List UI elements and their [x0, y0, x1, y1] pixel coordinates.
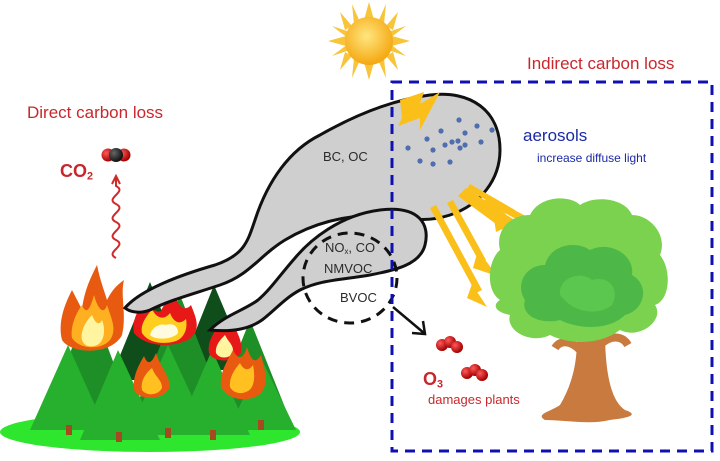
bvoc-to-o3-arrow: [392, 306, 427, 336]
indirect-carbon-loss-title: Indirect carbon loss: [527, 54, 675, 73]
aerosol-dots: [405, 117, 495, 167]
nmvoc-label: NMVOC: [324, 261, 373, 276]
direct-carbon-loss-title: Direct carbon loss: [27, 103, 164, 122]
fire-icons: [60, 265, 266, 400]
o3-effect-label: damages plants: [428, 392, 520, 407]
co2-label-main: CO: [60, 161, 87, 181]
o3-label-main: O: [423, 369, 438, 389]
nox-rest: , CO: [348, 240, 376, 255]
bc-oc-label: BC, OC: [323, 149, 368, 164]
bvoc-dashed-circle: [301, 231, 399, 325]
co2-emission-arrow: [111, 173, 121, 259]
co2-label: CO2: [60, 162, 93, 182]
nox-co-label: NOx, CO: [325, 241, 375, 256]
bvoc-label: BVOC: [340, 290, 377, 305]
indirect-loss-dashed-box: [390, 80, 714, 453]
aerosols-label: aerosols: [523, 126, 588, 145]
nox-main: NO: [325, 240, 345, 255]
o3-label-sub: 3: [437, 378, 444, 391]
sun-icon: [328, 2, 410, 80]
o3-label: O3: [423, 370, 443, 390]
nox-sub: x: [344, 246, 349, 256]
o3-molecule-icon: [436, 336, 488, 381]
tree-icon: [489, 198, 668, 423]
aerosols-effect-label: increase diffuse light: [537, 151, 647, 165]
co2-molecule-icon: [101, 148, 131, 162]
incoming-sunlight-arrow: [398, 92, 440, 130]
co2-label-sub: 2: [87, 170, 94, 183]
